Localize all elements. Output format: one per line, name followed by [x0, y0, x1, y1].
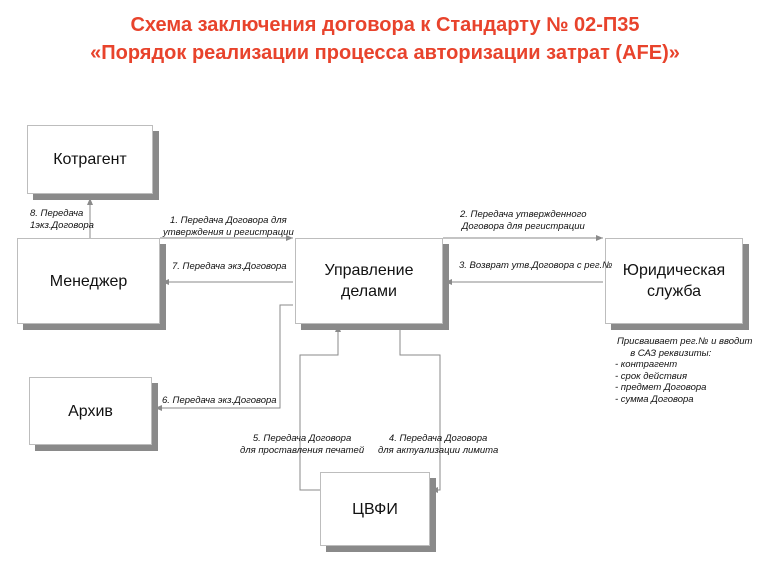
admin-label: Управление делами [324, 262, 414, 300]
flow-label-4: 4. Передача Договора для актуализации ли… [378, 433, 499, 456]
legal-box: Юридическая служба [605, 238, 743, 324]
flow-label-8: 8. Передача 1экз.Договора [30, 208, 94, 231]
flow-label-1: 1. Передача Договора для утверждения и р… [163, 215, 294, 238]
flow-label-6: 6. Передача экз.Договора [162, 395, 277, 406]
arrow-5 [299, 325, 341, 491]
flow-label-2: 2. Передача утвержденного Договора для р… [460, 209, 587, 232]
cvfi-label: ЦВФИ [352, 500, 398, 518]
title-line-1: Схема заключения договора к Стандарту № … [130, 14, 640, 36]
legal-note-item: - срок действия [615, 370, 688, 382]
manager-box: Менеджер [17, 238, 160, 324]
legal-note-item: - контрагент [615, 359, 678, 370]
admin-box: Управление делами [295, 238, 443, 324]
contractor-box: Котрагент [27, 125, 153, 194]
cvfi-box: ЦВФИ [320, 472, 430, 546]
legal-note-item: - предмет Договора [615, 382, 707, 393]
arrow-6 [155, 304, 293, 411]
legal-note-list: - контрагент - срок действия - предмет Д… [615, 359, 752, 405]
legal-note-item: - сумма Договора [615, 393, 694, 405]
legal-note-header: Присваивает рег.№ и вводит в САЗ реквизи… [617, 336, 753, 359]
title-line-2: «Порядок реализации процесса авторизации… [90, 42, 680, 64]
arrow-4 [399, 325, 441, 493]
flow-label-3: 3. Возврат утв.Договора с рег.№ [459, 260, 613, 271]
legal-note: Присваивает рег.№ и вводит в САЗ реквизи… [615, 336, 752, 405]
legal-label: Юридическая служба [622, 262, 726, 300]
archive-label: Архив [68, 402, 113, 420]
contractor-label: Котрагент [53, 151, 127, 168]
archive-box: Архив [29, 377, 152, 445]
flow-label-5: 5. Передача Договора для проставления пе… [240, 433, 365, 456]
flow-label-7: 7. Передача экз.Договора [172, 261, 287, 272]
manager-label: Менеджер [49, 272, 128, 290]
